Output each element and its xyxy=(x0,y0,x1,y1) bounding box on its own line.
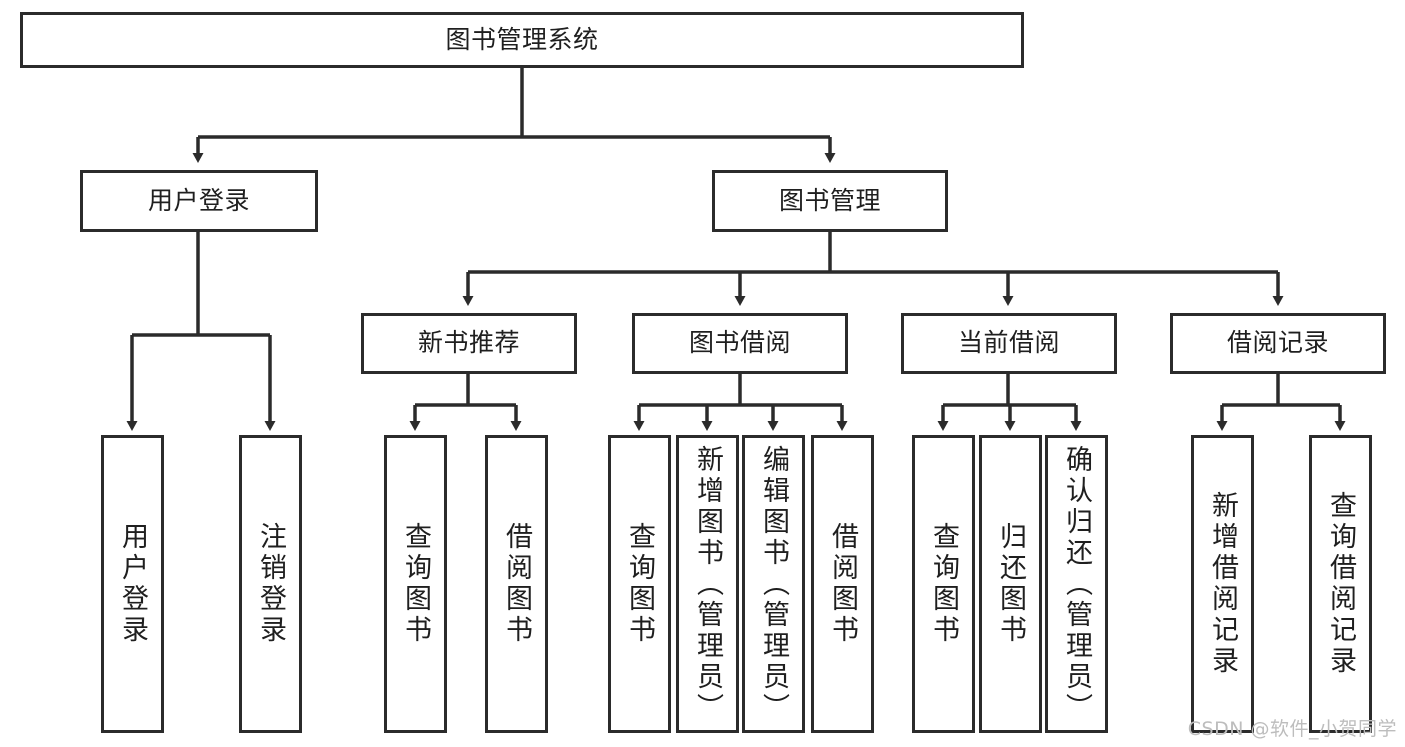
leaf-book-borrow-1[interactable]: 新增图书（管理员） xyxy=(676,435,739,733)
leaf-label: 归还图书 xyxy=(995,522,1026,646)
leaf-label: 确认归还（管理员） xyxy=(1061,444,1092,724)
node-label: 当前借阅 xyxy=(957,328,1060,358)
node-label: 新书推荐 xyxy=(417,328,520,358)
node-label: 借阅记录 xyxy=(1226,328,1329,358)
leaf-label: 查询图书 xyxy=(400,522,431,646)
leaf-label: 注销登录 xyxy=(255,522,286,646)
leaf-borrow-record-1[interactable]: 查询借阅记录 xyxy=(1309,435,1372,733)
leaf-label: 用户登录 xyxy=(117,522,148,646)
node-book-management[interactable]: 图书管理 xyxy=(712,170,948,232)
node-user-login[interactable]: 用户登录 xyxy=(80,170,318,232)
leaf-label: 新增图书（管理员） xyxy=(692,444,723,724)
leaf-label: 借阅图书 xyxy=(501,522,532,646)
node-new-book-recommend[interactable]: 新书推荐 xyxy=(361,313,577,374)
leaf-label: 查询图书 xyxy=(624,522,655,646)
csdn-watermark: CSDN @软件_小贺同学 xyxy=(1187,718,1397,740)
leaf-label: 新增借阅记录 xyxy=(1207,491,1238,677)
node-current-borrow[interactable]: 当前借阅 xyxy=(901,313,1117,374)
leaf-label: 借阅图书 xyxy=(827,522,858,646)
node-label: 用户登录 xyxy=(147,185,250,215)
leaf-current-borrow-2[interactable]: 确认归还（管理员） xyxy=(1045,435,1108,733)
node-label: 图书管理系统 xyxy=(445,24,599,54)
leaf-label: 查询图书 xyxy=(928,522,959,646)
leaf-new-book-rec-1[interactable]: 借阅图书 xyxy=(485,435,548,733)
node-borrow-record[interactable]: 借阅记录 xyxy=(1170,313,1386,374)
leaf-label: 查询借阅记录 xyxy=(1325,491,1356,677)
leaf-book-borrow-2[interactable]: 编辑图书（管理员） xyxy=(742,435,805,733)
leaf-book-borrow-0[interactable]: 查询图书 xyxy=(608,435,671,733)
leaf-current-borrow-1[interactable]: 归还图书 xyxy=(979,435,1042,733)
leaf-book-borrow-3[interactable]: 借阅图书 xyxy=(811,435,874,733)
leaf-label: 编辑图书（管理员） xyxy=(758,444,789,724)
node-label: 图书管理 xyxy=(778,185,881,215)
leaf-user-login-1[interactable]: 注销登录 xyxy=(239,435,302,733)
leaf-current-borrow-0[interactable]: 查询图书 xyxy=(912,435,975,733)
leaf-user-login-0[interactable]: 用户登录 xyxy=(101,435,164,733)
leaf-borrow-record-0[interactable]: 新增借阅记录 xyxy=(1191,435,1254,733)
node-label: 图书借阅 xyxy=(688,328,791,358)
node-book-borrow[interactable]: 图书借阅 xyxy=(632,313,848,374)
node-root-system[interactable]: 图书管理系统 xyxy=(20,12,1024,68)
leaf-new-book-rec-0[interactable]: 查询图书 xyxy=(384,435,447,733)
